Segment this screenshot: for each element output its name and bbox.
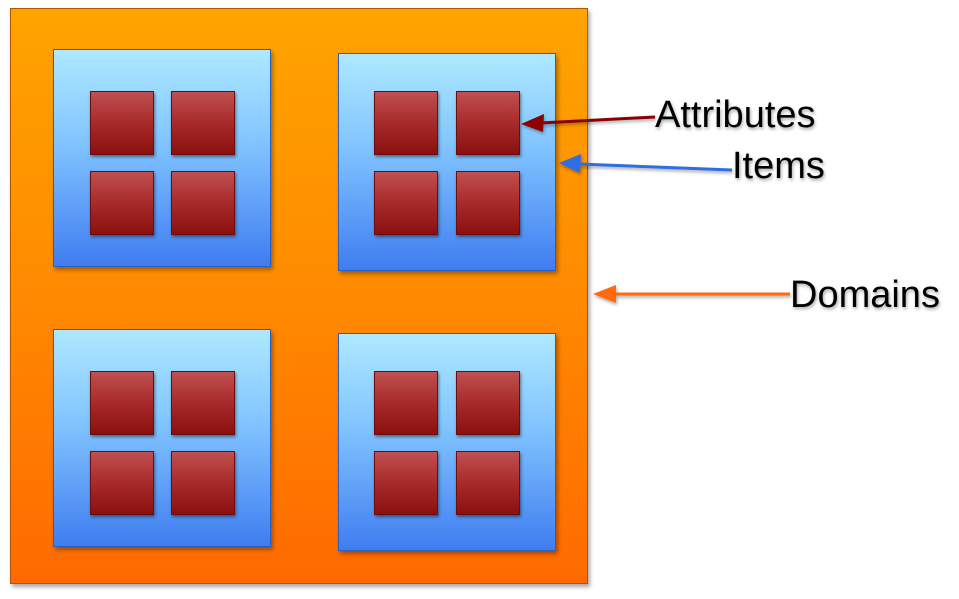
attributes-arrow: [521, 114, 656, 132]
attribute-box: [90, 91, 154, 155]
attribute-box: [171, 91, 235, 155]
domain-box: [10, 8, 588, 584]
attribute-box: [171, 171, 235, 235]
attribute-box: [171, 371, 235, 435]
item-box: [338, 333, 556, 551]
attribute-box: [456, 91, 520, 155]
domains-label: Domains: [790, 274, 940, 316]
item-box: [53, 49, 271, 267]
domains-arrow: [593, 285, 790, 303]
attribute-box: [374, 171, 438, 235]
item-box: [338, 53, 556, 271]
attributes-label: Attributes: [655, 94, 816, 136]
attribute-box: [374, 371, 438, 435]
attribute-box: [374, 451, 438, 515]
attribute-box: [90, 371, 154, 435]
attribute-box: [374, 91, 438, 155]
item-box: [53, 329, 271, 547]
attribute-box: [171, 451, 235, 515]
items-arrow: [559, 154, 733, 173]
attribute-box: [456, 451, 520, 515]
attribute-box: [456, 171, 520, 235]
attribute-box: [90, 451, 154, 515]
attribute-box: [456, 371, 520, 435]
attribute-box: [90, 171, 154, 235]
items-label: Items: [732, 145, 825, 187]
